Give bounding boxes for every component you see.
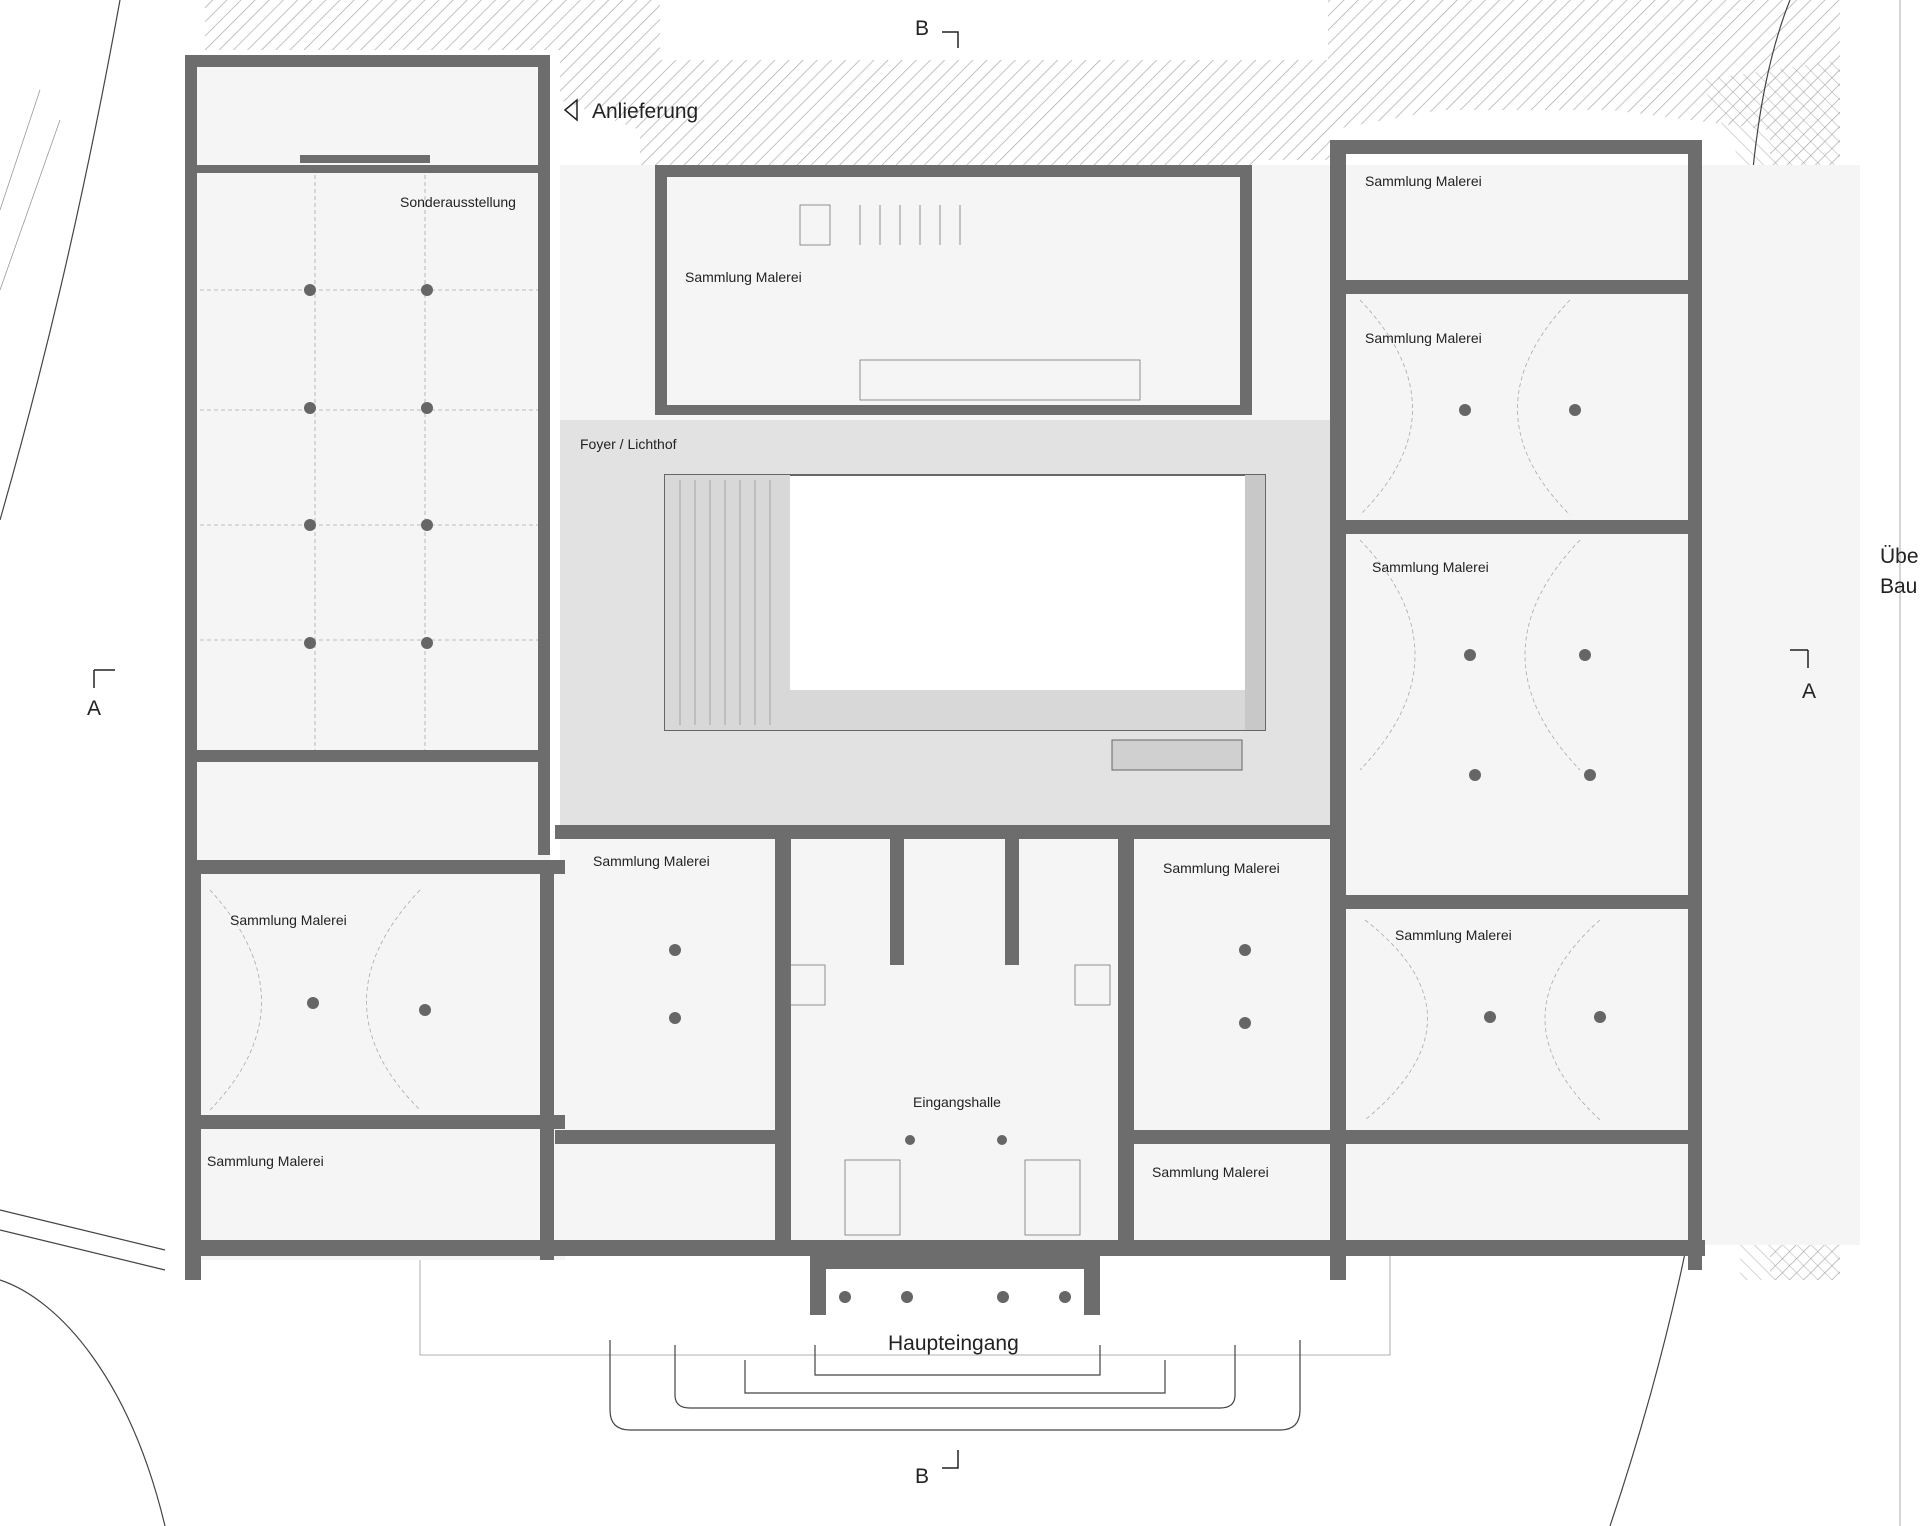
room-label-north: Sammlung Malerei xyxy=(685,269,802,285)
stairs xyxy=(789,204,1141,1236)
labels: Anlieferung Sonderausstellung Sammlung M… xyxy=(87,17,1919,1488)
west-grid xyxy=(200,175,538,750)
eingangshalle-label: Eingangshalle xyxy=(913,1094,1001,1110)
atrium xyxy=(560,420,1340,825)
section-markers xyxy=(93,31,1809,1469)
room-label-e-1: Sammlung Malerei xyxy=(1372,559,1489,575)
haupteingang-label: Haupteingang xyxy=(888,1332,1019,1355)
columns xyxy=(304,284,1606,1303)
entrance-steps xyxy=(419,1245,1391,1431)
room-label-s-3: Sammlung Malerei xyxy=(1163,860,1280,876)
room-label-sw-4: Sammlung Malerei xyxy=(207,1153,324,1169)
room-label-s-2: Sammlung Malerei xyxy=(230,912,347,928)
vault-patterns xyxy=(209,299,1601,1121)
anlieferung-label: Anlieferung xyxy=(592,100,698,123)
cut-text-1: Übe xyxy=(1880,545,1919,568)
section-b-top: B xyxy=(915,17,929,40)
room-label-ne-2: Sammlung Malerei xyxy=(1365,330,1482,346)
room-label-e-2: Sammlung Malerei xyxy=(1395,927,1512,943)
cut-text-2: Bau xyxy=(1880,575,1917,598)
foyer-label: Foyer / Lichthof xyxy=(580,436,677,452)
section-a-left: A xyxy=(87,697,101,720)
room-label-s-1: Sammlung Malerei xyxy=(593,853,710,869)
section-a-right: A xyxy=(1802,680,1816,703)
sonderausstellung-label: Sonderausstellung xyxy=(400,194,516,210)
room-label-se-4: Sammlung Malerei xyxy=(1152,1164,1269,1180)
room-label-ne-1: Sammlung Malerei xyxy=(1365,173,1482,189)
walls xyxy=(185,55,1705,1315)
section-b-bottom: B xyxy=(915,1465,929,1488)
